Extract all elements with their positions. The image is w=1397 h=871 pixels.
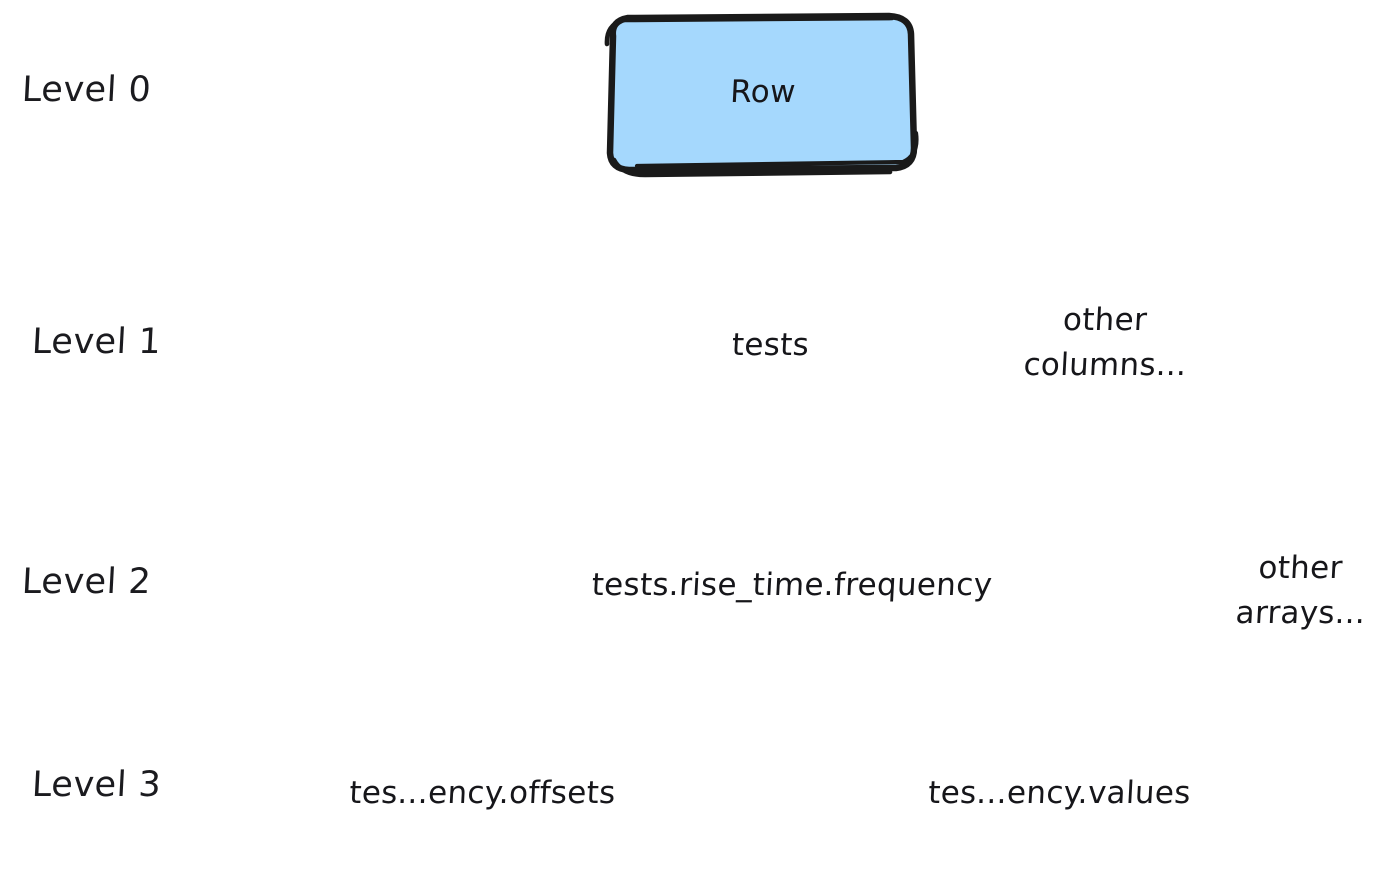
edge-label-other-columns-line1: other	[1062, 302, 1149, 338]
level-label-0: Level 0	[20, 70, 153, 110]
node-tests-label: tests	[730, 327, 811, 363]
edge-label-other-arrays-line2: arrays...	[1234, 594, 1367, 631]
level-label-3: Level 3	[30, 765, 163, 805]
node-row-label: Row	[729, 74, 797, 110]
node-frequency-label: tests.rise_time.frequency	[590, 567, 994, 603]
edge-label-other-columns-line2: columns...	[1022, 346, 1188, 383]
edge-label-other-arrays: other arrays...	[1213, 546, 1388, 636]
level-label-1: Level 1	[30, 322, 163, 362]
level-label-2: Level 2	[20, 562, 153, 602]
edge-label-other-columns: other columns...	[1015, 298, 1195, 388]
node-row-shape[interactable]	[604, 12, 919, 178]
edge-label-other-arrays-line1: other	[1257, 550, 1344, 586]
node-offsets-label: tes...ency.offsets	[348, 775, 617, 811]
node-values-label: tes...ency.values	[927, 775, 1192, 811]
